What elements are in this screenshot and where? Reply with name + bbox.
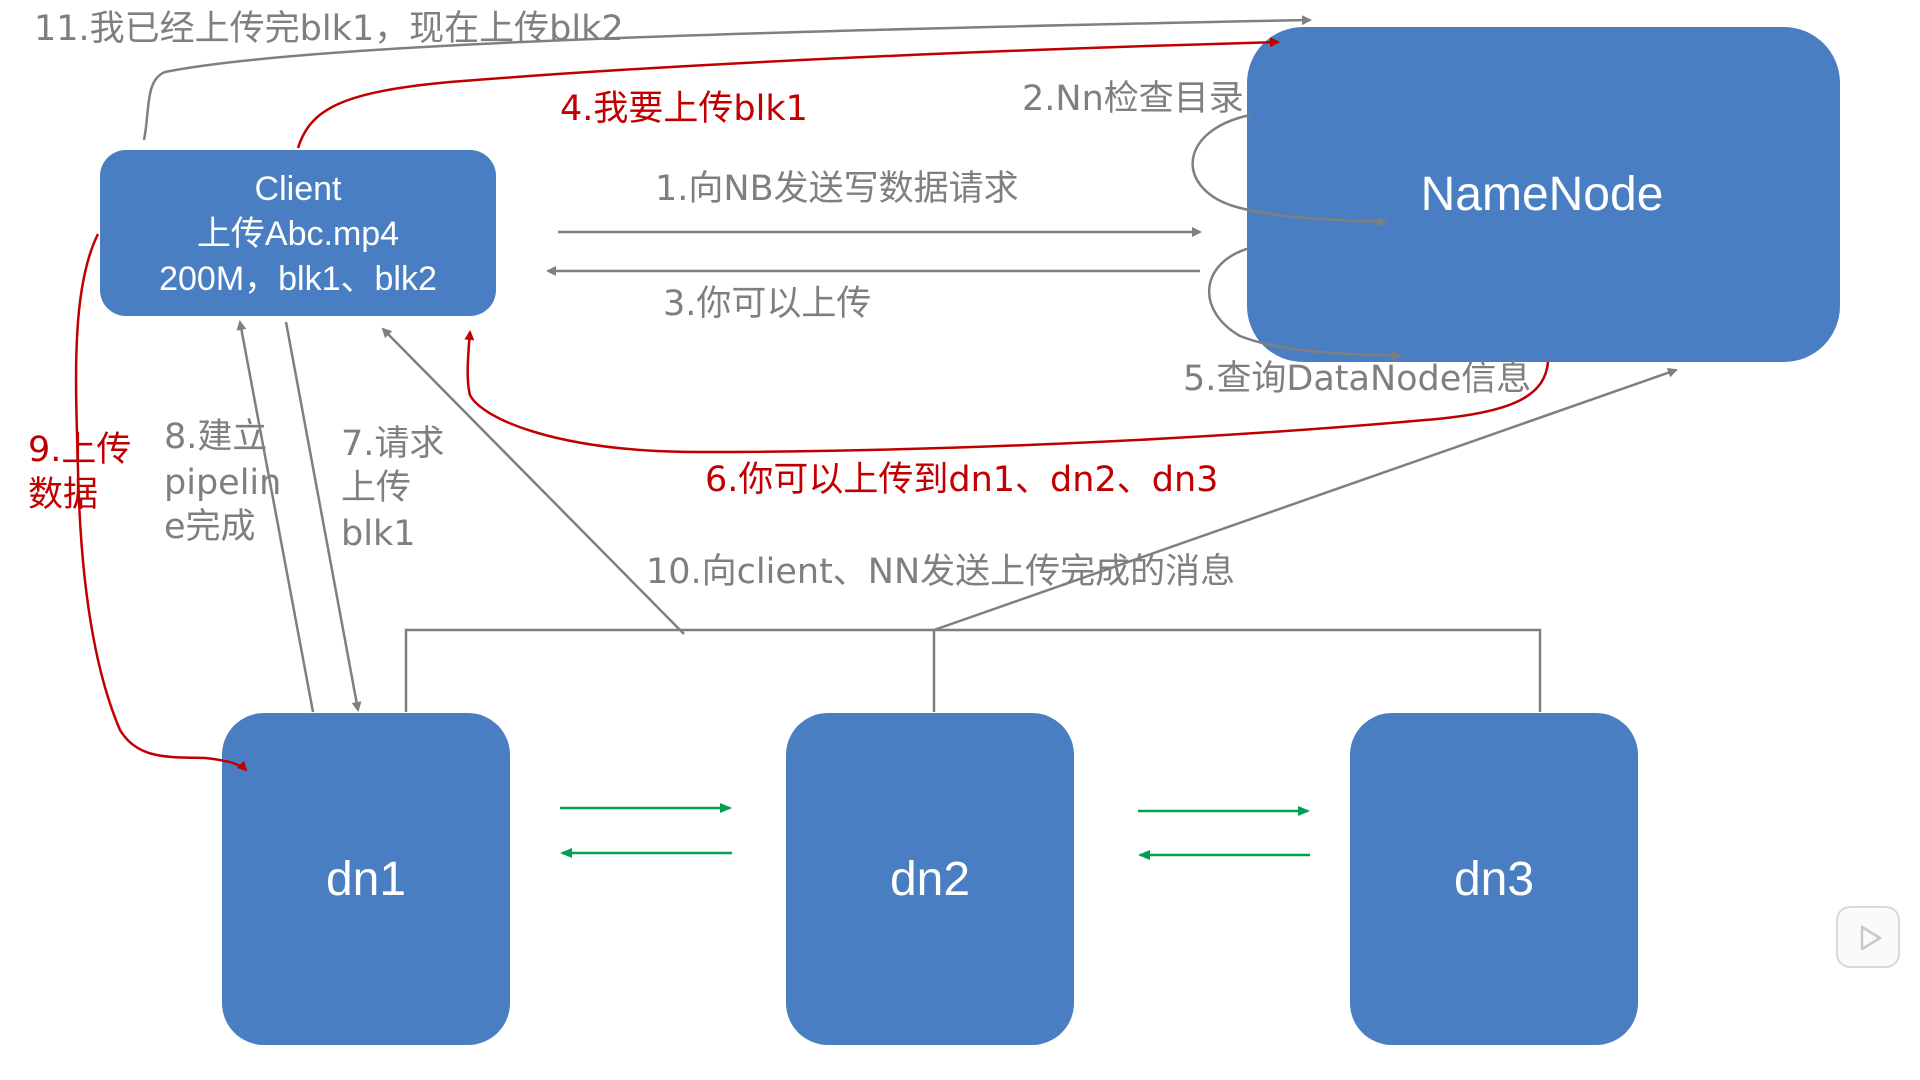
namenode-label: NameNode: [1421, 168, 1664, 221]
label-step11: 11.我已经上传完blk1，现在上传blk2: [34, 9, 624, 49]
label-step7-line1: 7.请求: [341, 424, 444, 464]
arrow-step4: [296, 37, 1280, 149]
label-step8-line3: e完成: [164, 507, 256, 547]
label-step7-line3: blk1: [341, 514, 415, 554]
label-step10: 10.向client、NN发送上传完成的消息: [646, 552, 1235, 592]
arrow-step7: [284, 321, 362, 712]
dn1-label: dn1: [326, 853, 406, 906]
client-label-line1: Client: [255, 170, 342, 208]
label-step8-line1: 8.建立: [164, 417, 267, 457]
play-icon: [1860, 925, 1882, 951]
client-label-line3: 200M，blk1、blk2: [159, 260, 437, 298]
arrow-step10-client: [381, 327, 685, 635]
ack-bus-line: [404, 628, 1542, 712]
namenode-box: [1247, 27, 1840, 362]
arrow-step10-namenode: [933, 367, 1678, 632]
label-step9-line1: 9.上传: [28, 430, 131, 470]
dn1-box: [222, 713, 510, 1045]
label-step3: 3.你可以上传: [663, 284, 871, 324]
arrow-step5-loop: [1207, 246, 1402, 361]
arrow-step2-loop: [1191, 113, 1387, 227]
arrow-step9: [74, 233, 248, 772]
label-step5: 5.查询DataNode信息: [1183, 359, 1531, 399]
dn3-label: dn3: [1454, 853, 1534, 906]
label-step2: 2.Nn检查目录: [1022, 79, 1244, 119]
dn3-box: [1350, 713, 1638, 1045]
arrow-step11: [142, 15, 1312, 141]
label-step6: 6.你可以上传到dn1、dn2、dn3: [705, 460, 1218, 500]
arrow-step6: [464, 330, 1550, 454]
label-step7-line2: 上传: [341, 468, 411, 508]
dn2-label: dn2: [890, 853, 970, 906]
label-step4: 4.我要上传blk1: [560, 89, 808, 129]
arrow-step8: [236, 320, 315, 713]
client-label-line2: 上传Abc.mp4: [197, 215, 399, 253]
label-step8-line2: pipelin: [164, 463, 281, 503]
label-step9-line2: 数据: [28, 475, 98, 515]
play-button[interactable]: [1836, 906, 1900, 968]
dn2-box: [786, 713, 1074, 1045]
client-box: [100, 150, 496, 316]
label-step1: 1.向NB发送写数据请求: [655, 169, 1019, 209]
